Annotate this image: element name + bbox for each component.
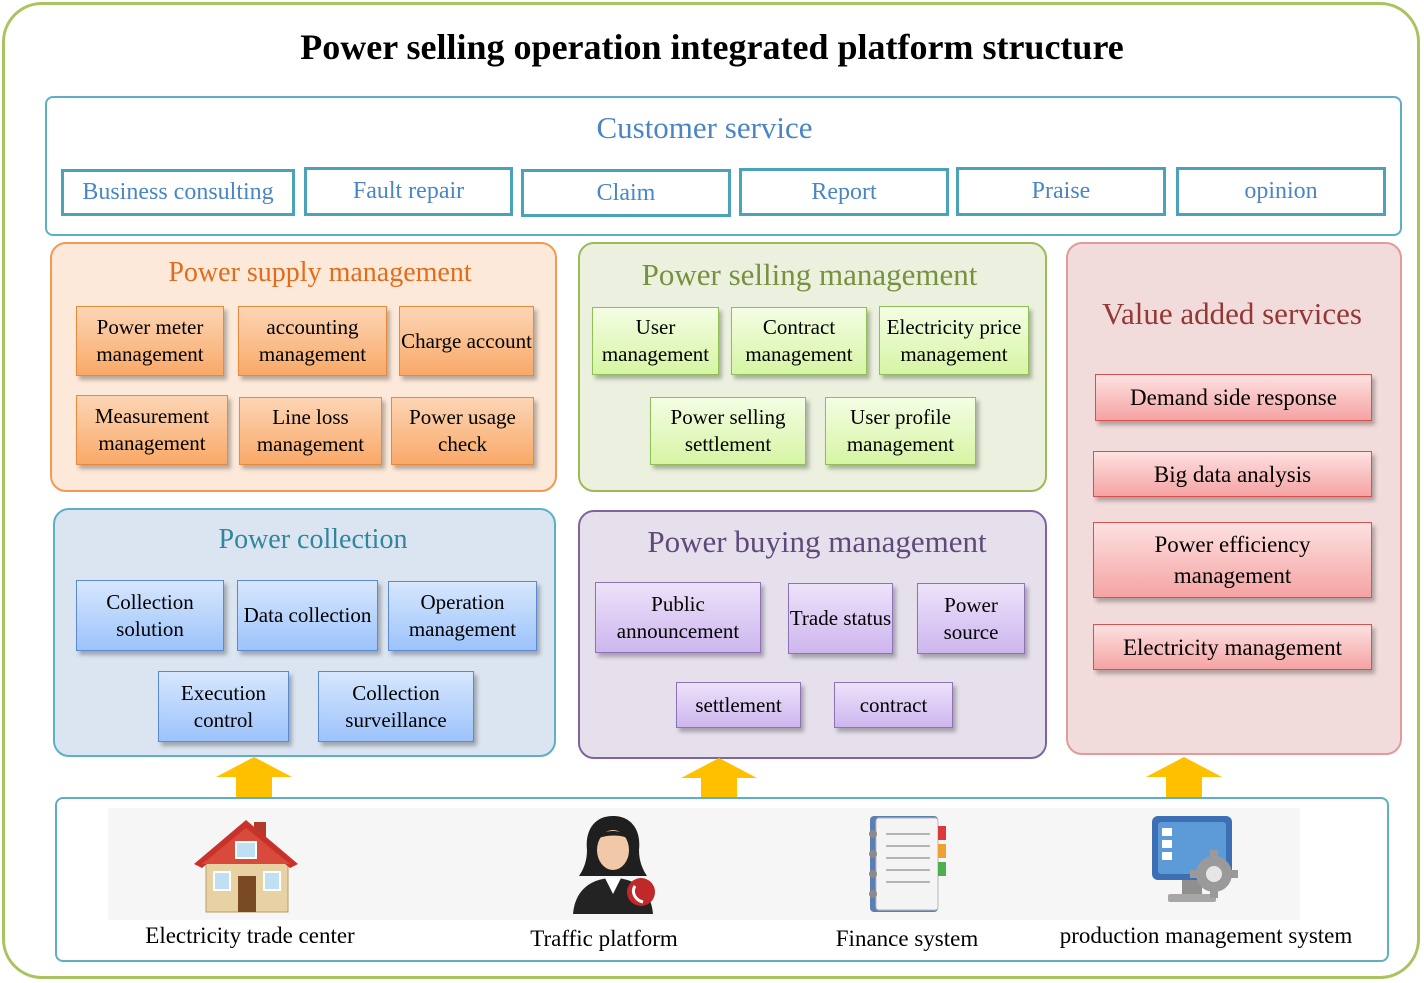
source-label-production-management-system: production management system [1059,923,1353,948]
up-arrow-icon [216,757,292,799]
buying-item-power-source: Power source [917,583,1025,654]
collection-item-execution-control: Execution control [158,671,289,742]
power-selling-title: Power selling management [641,257,978,292]
value-item-demand-side: Demand side response [1095,374,1372,421]
supply-item-power-usage: Power usage check [391,397,534,465]
up-arrow-icon [1146,757,1222,799]
source-label-electricity-trade-center: Electricity trade center [145,923,355,948]
supply-item-measurement: Measurement management [76,395,228,465]
house-icon [194,820,298,913]
source-label-traffic-platform: Traffic platform [530,926,678,951]
cs-item-praise: Praise [956,167,1166,216]
collection-item-operation: Operation management [388,581,537,651]
supply-item-charge-account: Charge account [399,306,534,376]
source-label-finance-system: Finance system [835,926,979,951]
call-center-operator-icon [573,816,655,914]
customer-service-title: Customer service [596,110,813,145]
collection-item-data: Data collection [237,580,378,651]
value-item-big-data: Big data analysis [1093,451,1372,497]
cs-item-claim: Claim [521,169,731,217]
supply-item-power-meter: Power meter management [76,306,224,376]
supply-item-line-loss: Line loss management [239,397,382,465]
power-supply-title: Power supply management [168,257,472,288]
source-icons-strip [108,808,1300,920]
selling-item-settlement: Power selling settlement [650,397,806,465]
buying-item-trade-status: Trade status [788,583,893,654]
supply-item-accounting: accounting management [238,306,387,376]
selling-item-user: User management [592,307,719,375]
buying-item-contract: contract [834,682,953,728]
buying-item-settlement: settlement [676,682,801,728]
value-item-power-efficiency: Power efficiency management [1093,522,1372,598]
cs-item-fault-repair: Fault repair [304,167,513,216]
collection-item-surveillance: Collection surveillance [318,671,474,742]
cs-item-opinion: opinion [1176,167,1386,216]
ledger-book-icon [869,816,946,912]
power-collection-title: Power collection [218,524,408,555]
value-added-title: Value added services [1102,296,1362,331]
collection-item-solution: Collection solution [76,580,224,651]
power-buying-title: Power buying management [647,524,987,559]
diagram-title: Power selling operation integrated platf… [300,27,1124,67]
value-item-electricity-management: Electricity management [1093,624,1372,670]
cs-item-business-consulting: Business consulting [61,169,295,216]
up-arrow-icon [681,758,757,800]
selling-item-user-profile: User profile management [825,397,976,465]
cs-item-report: Report [739,168,949,216]
computer-gear-icon [1152,816,1238,902]
selling-item-contract: Contract management [731,307,867,375]
selling-item-electricity-price: Electricity price management [879,306,1029,375]
buying-item-public-announcement: Public announcement [595,582,761,653]
